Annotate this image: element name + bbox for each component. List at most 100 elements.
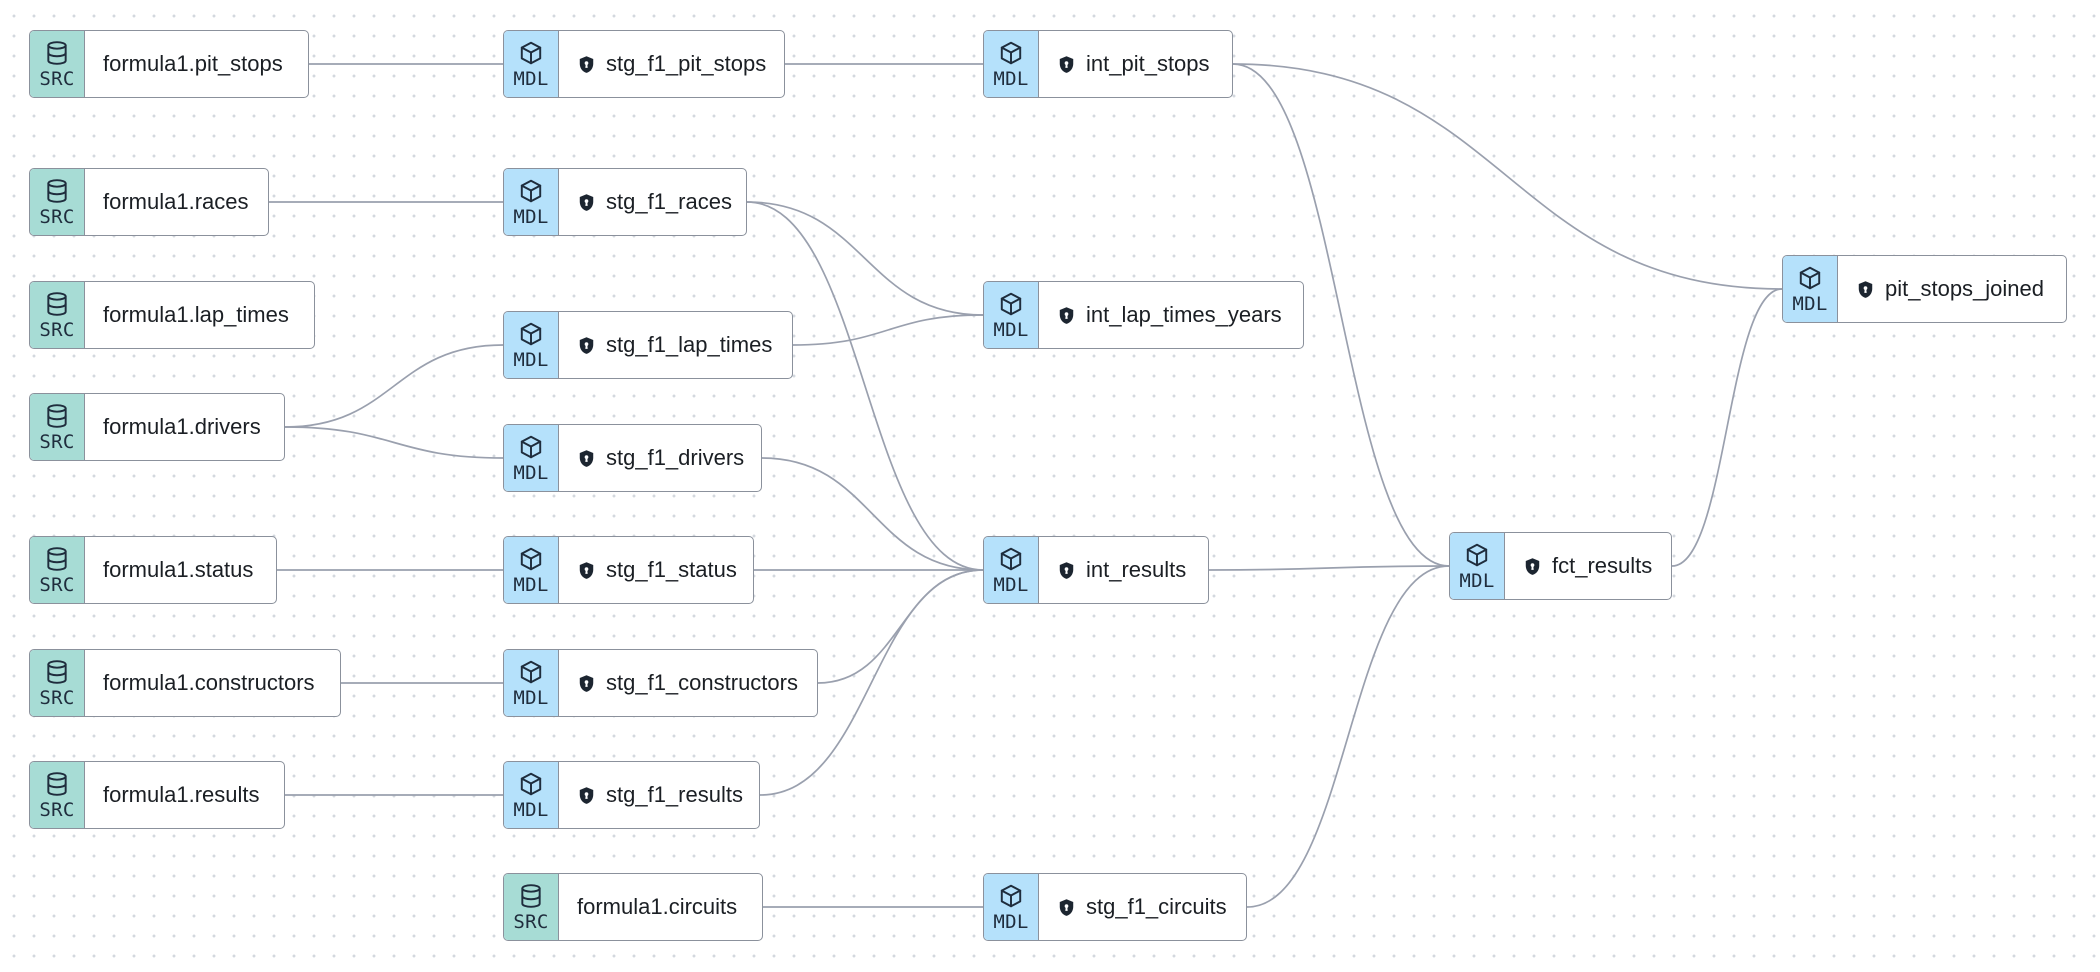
shield-icon	[1057, 898, 1086, 917]
shield-icon	[1856, 280, 1885, 299]
database-icon	[44, 546, 70, 575]
edge-fct-results-to-pit-stops-joined	[1671, 288, 1783, 567]
node-type-label: MDL	[1792, 292, 1828, 315]
node-type-label: MDL	[513, 798, 549, 821]
node-stg-f1-races[interactable]: MDL stg_f1_races	[503, 168, 747, 236]
node-formula1-races[interactable]: SRC formula1.races	[29, 168, 269, 236]
node-label: int_pit_stops	[1039, 31, 1232, 97]
node-name: formula1.drivers	[103, 414, 261, 439]
cube-icon	[1797, 265, 1823, 294]
edge-stg-f1-races-to-int-results	[746, 201, 984, 571]
shield-icon	[577, 193, 606, 212]
model-badge: MDL	[984, 537, 1039, 603]
node-int-pit-stops[interactable]: MDL int_pit_stops	[983, 30, 1233, 98]
node-stg-f1-circuits[interactable]: MDL stg_f1_circuits	[983, 873, 1247, 941]
model-badge: MDL	[504, 312, 559, 378]
node-label: int_results	[1039, 537, 1208, 603]
node-pit-stops-joined[interactable]: MDL pit_stops_joined	[1782, 255, 2067, 323]
node-formula1-pit-stops[interactable]: SRC formula1.pit_stops	[29, 30, 309, 98]
model-badge: MDL	[504, 650, 559, 716]
cube-icon	[998, 291, 1024, 320]
shield-icon	[1523, 557, 1552, 576]
model-badge: MDL	[1450, 533, 1505, 599]
model-badge: MDL	[504, 425, 559, 491]
node-formula1-results[interactable]: SRC formula1.results	[29, 761, 285, 829]
node-type-label: SRC	[39, 205, 75, 228]
node-int-results[interactable]: MDL int_results	[983, 536, 1209, 604]
shield-icon	[577, 786, 606, 805]
cube-icon	[998, 546, 1024, 575]
edge-stg-f1-constructors-to-int-results	[817, 569, 984, 684]
edge-stg-f1-races-to-int-lap-times-years	[746, 201, 984, 316]
edge-stg-f1-lap-times-to-int-lap-times-years	[792, 314, 984, 346]
node-type-label: MDL	[993, 318, 1029, 341]
node-label: stg_f1_races	[559, 169, 746, 235]
node-name: fct_results	[1552, 553, 1653, 578]
node-name: stg_f1_drivers	[606, 445, 745, 470]
node-stg-f1-drivers[interactable]: MDL stg_f1_drivers	[503, 424, 762, 492]
node-name: formula1.pit_stops	[103, 51, 283, 76]
model-badge: MDL	[504, 169, 559, 235]
node-formula1-constructors[interactable]: SRC formula1.constructors	[29, 649, 341, 717]
database-icon	[44, 659, 70, 688]
edge-formula1-drivers-to-stg-f1-lap-times	[284, 344, 504, 428]
model-badge: MDL	[504, 31, 559, 97]
cube-icon	[518, 659, 544, 688]
node-type-label: SRC	[39, 430, 75, 453]
cube-icon	[998, 40, 1024, 69]
model-badge: MDL	[504, 537, 559, 603]
node-name: pit_stops_joined	[1885, 276, 2045, 301]
node-formula1-drivers[interactable]: SRC formula1.drivers	[29, 393, 285, 461]
database-icon	[44, 40, 70, 69]
node-type-label: MDL	[513, 205, 549, 228]
shield-icon	[577, 674, 606, 693]
node-name: formula1.status	[103, 557, 254, 582]
node-label: int_lap_times_years	[1039, 282, 1303, 348]
model-badge: MDL	[984, 31, 1039, 97]
node-name: formula1.constructors	[103, 670, 315, 695]
source-badge: SRC	[30, 394, 85, 460]
node-fct-results[interactable]: MDL fct_results	[1449, 532, 1672, 600]
node-int-lap-times-years[interactable]: MDL int_lap_times_years	[983, 281, 1304, 349]
model-badge: MDL	[504, 762, 559, 828]
node-type-label: MDL	[993, 910, 1029, 933]
model-badge: MDL	[984, 874, 1039, 940]
model-badge: MDL	[984, 282, 1039, 348]
node-label: fct_results	[1505, 533, 1671, 599]
cube-icon	[1464, 542, 1490, 571]
edge-stg-f1-drivers-to-int-results	[761, 457, 984, 571]
node-type-label: SRC	[39, 686, 75, 709]
node-name: stg_f1_circuits	[1086, 894, 1227, 919]
edge-stg-f1-circuits-to-fct-results	[1246, 565, 1450, 908]
node-name: formula1.results	[103, 782, 260, 807]
node-label: formula1.pit_stops	[85, 31, 308, 97]
node-label: stg_f1_circuits	[1039, 874, 1246, 940]
database-icon	[44, 291, 70, 320]
cube-icon	[518, 40, 544, 69]
shield-icon	[577, 55, 606, 74]
database-icon	[44, 178, 70, 207]
node-label: formula1.races	[85, 169, 268, 235]
shield-icon	[1057, 55, 1086, 74]
cube-icon	[998, 883, 1024, 912]
node-label: stg_f1_lap_times	[559, 312, 792, 378]
node-label: formula1.status	[85, 537, 276, 603]
database-icon	[518, 883, 544, 912]
node-name: int_pit_stops	[1086, 51, 1210, 76]
node-stg-f1-results[interactable]: MDL stg_f1_results	[503, 761, 760, 829]
edge-int-pit-stops-to-pit-stops-joined	[1232, 63, 1783, 290]
node-type-label: SRC	[39, 67, 75, 90]
node-label: stg_f1_results	[559, 762, 759, 828]
node-label: stg_f1_status	[559, 537, 753, 603]
node-name: int_results	[1086, 557, 1187, 582]
node-name: formula1.circuits	[577, 894, 738, 919]
source-badge: SRC	[30, 762, 85, 828]
